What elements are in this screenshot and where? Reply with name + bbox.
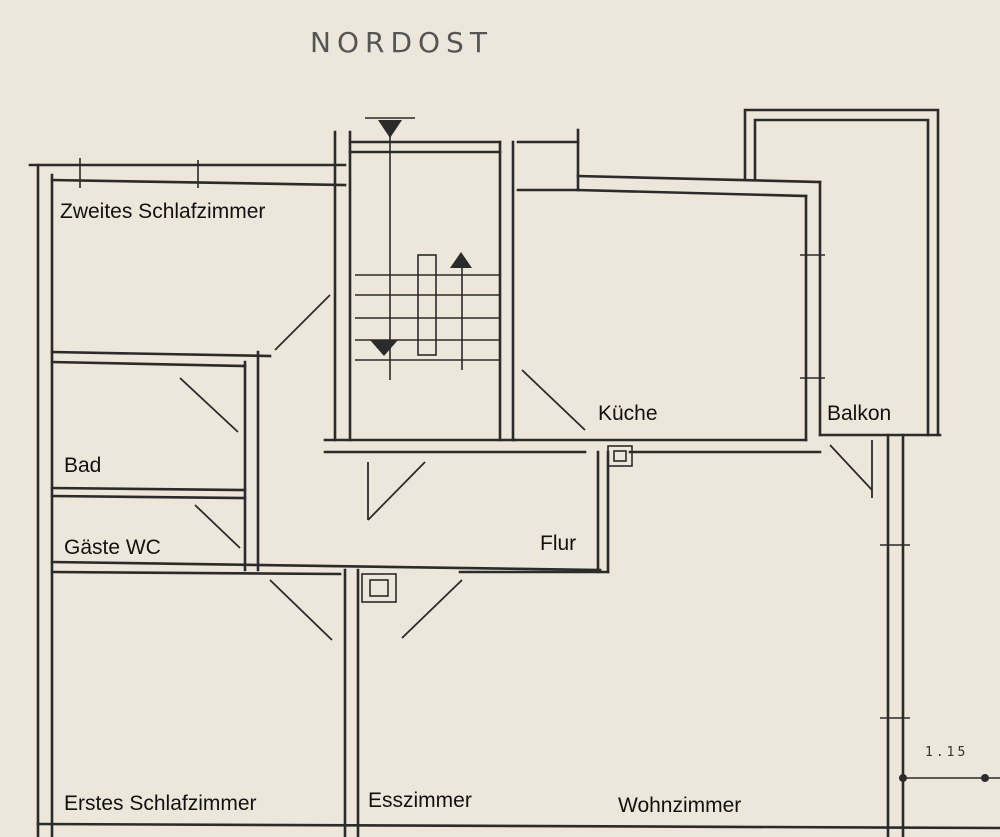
room-label-first-bedroom: Erstes Schlafzimmer xyxy=(64,792,257,815)
bedroom-dining-wall xyxy=(343,568,397,837)
west-wall xyxy=(36,163,54,837)
orientation-title: NORDOST xyxy=(310,26,493,59)
bath-wc-walls xyxy=(50,350,602,576)
room-label-living-room: Wohnzimmer xyxy=(618,794,742,817)
balcony-outline xyxy=(743,108,942,437)
scale-mark: 1.15 xyxy=(925,745,969,760)
room-label-hallway: Flur xyxy=(540,532,577,555)
room-label-balcony: Balkon xyxy=(827,402,892,425)
room-label-bathroom: Bad xyxy=(64,454,102,477)
north-wall-bedroom xyxy=(28,158,347,188)
kitchen-walls xyxy=(511,128,825,467)
south-wall xyxy=(36,822,1000,830)
room-label-kitchen: Küche xyxy=(598,402,658,425)
room-label-second-bedroom: Zweites Schlafzimmer xyxy=(60,200,266,223)
hallway-walls xyxy=(458,450,610,574)
room-label-dining-room: Esszimmer xyxy=(368,789,472,812)
east-wall xyxy=(880,433,1000,837)
door-swings xyxy=(179,294,873,641)
room-label-guest-wc: Gäste WC xyxy=(64,536,161,559)
stairwell xyxy=(323,117,587,454)
